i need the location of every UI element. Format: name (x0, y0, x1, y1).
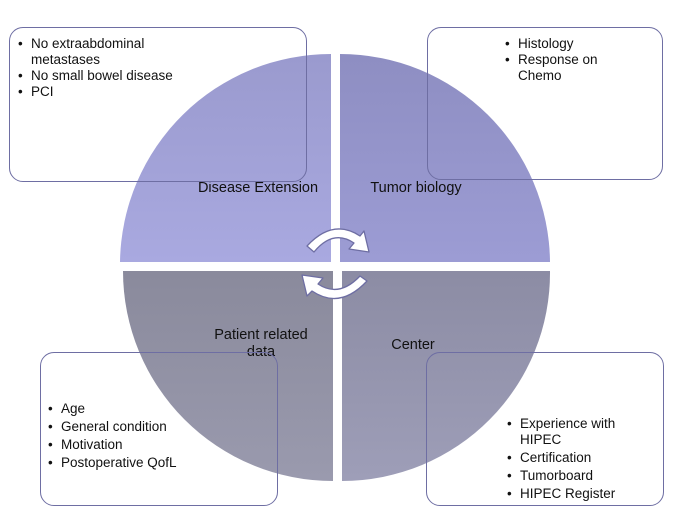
list-item: Histology (505, 36, 662, 52)
quadrant-patient-related-data (123, 271, 333, 481)
list-item: Age (48, 401, 277, 417)
list-item: PCI (18, 84, 306, 100)
list-item: Response on Chemo (505, 52, 623, 84)
label-center: Center (391, 337, 435, 353)
list-item: Tumorboard (507, 468, 663, 484)
list-item: Postoperative QofL (48, 455, 277, 471)
list-item: No extraabdominal metastases (18, 36, 206, 68)
box-tumor-biology: Histology Response on Chemo (427, 27, 663, 180)
box-center: Experience with HIPEC Certification Tumo… (426, 352, 664, 506)
list-item: Experience with HIPEC (507, 416, 650, 448)
quadrant-center (342, 271, 551, 481)
list-item: Motivation (48, 437, 277, 453)
list-item: Certification (507, 450, 663, 466)
arrow-top-icon (306, 228, 370, 253)
label-disease-extension: Disease Extension (197, 180, 319, 196)
list-item: General condition (48, 419, 277, 435)
quadrant-disease-extension (120, 54, 331, 262)
arrow-bottom-icon (301, 274, 368, 300)
label-patient-line-1: Patient related (214, 327, 308, 343)
list-item: HIPEC Register (507, 486, 663, 502)
list-item: No small bowel disease (18, 68, 306, 84)
cycle-arrows-icon (301, 228, 370, 300)
quadrant-tumor-biology (340, 54, 550, 262)
box-patient-related-data: Age General condition Motivation Postope… (40, 352, 278, 506)
box-disease-extension: No extraabdominal metastases No small bo… (9, 27, 307, 182)
label-tumor-biology: Tumor biology (370, 180, 462, 196)
